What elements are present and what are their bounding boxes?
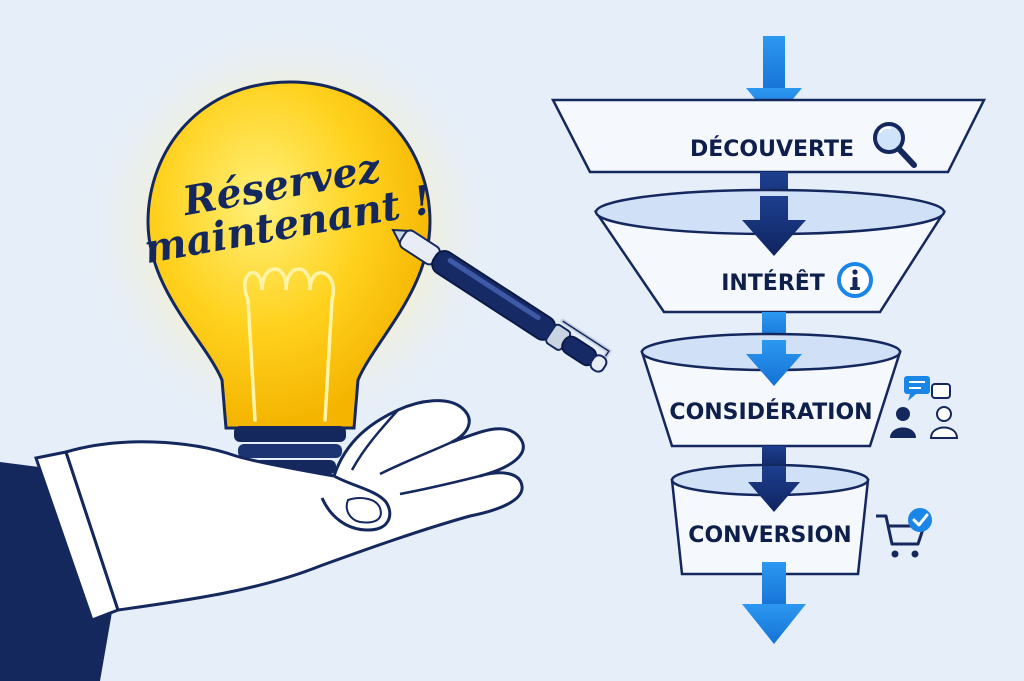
- magnifier-icon: [873, 122, 917, 168]
- funnel: DÉCOUVERTE INTÉRÊT: [550, 36, 987, 644]
- stage-label-decouverte: DÉCOUVERTE: [690, 136, 854, 162]
- funnel-stage-consideration: CONSIDÉRATION: [640, 332, 959, 448]
- chat-people-icon: [890, 376, 959, 439]
- funnel-stage-interet: INTÉRÊT: [593, 188, 947, 314]
- stage-label-conversion: CONVERSION: [688, 523, 851, 548]
- stage-label-consideration: CONSIDÉRATION: [669, 399, 872, 425]
- bulb-group: Réservez maintenant !: [75, 15, 505, 474]
- filament: [243, 267, 336, 422]
- cart-check-icon: [876, 508, 932, 558]
- info-icon: [837, 262, 873, 298]
- stage-label-interet: INTÉRÊT: [721, 270, 825, 296]
- pen-icon: [391, 228, 613, 373]
- arrow-down-icon: [742, 562, 806, 644]
- hand-icon: [0, 399, 525, 681]
- funnel-stage-conversion: CONVERSION: [670, 463, 932, 576]
